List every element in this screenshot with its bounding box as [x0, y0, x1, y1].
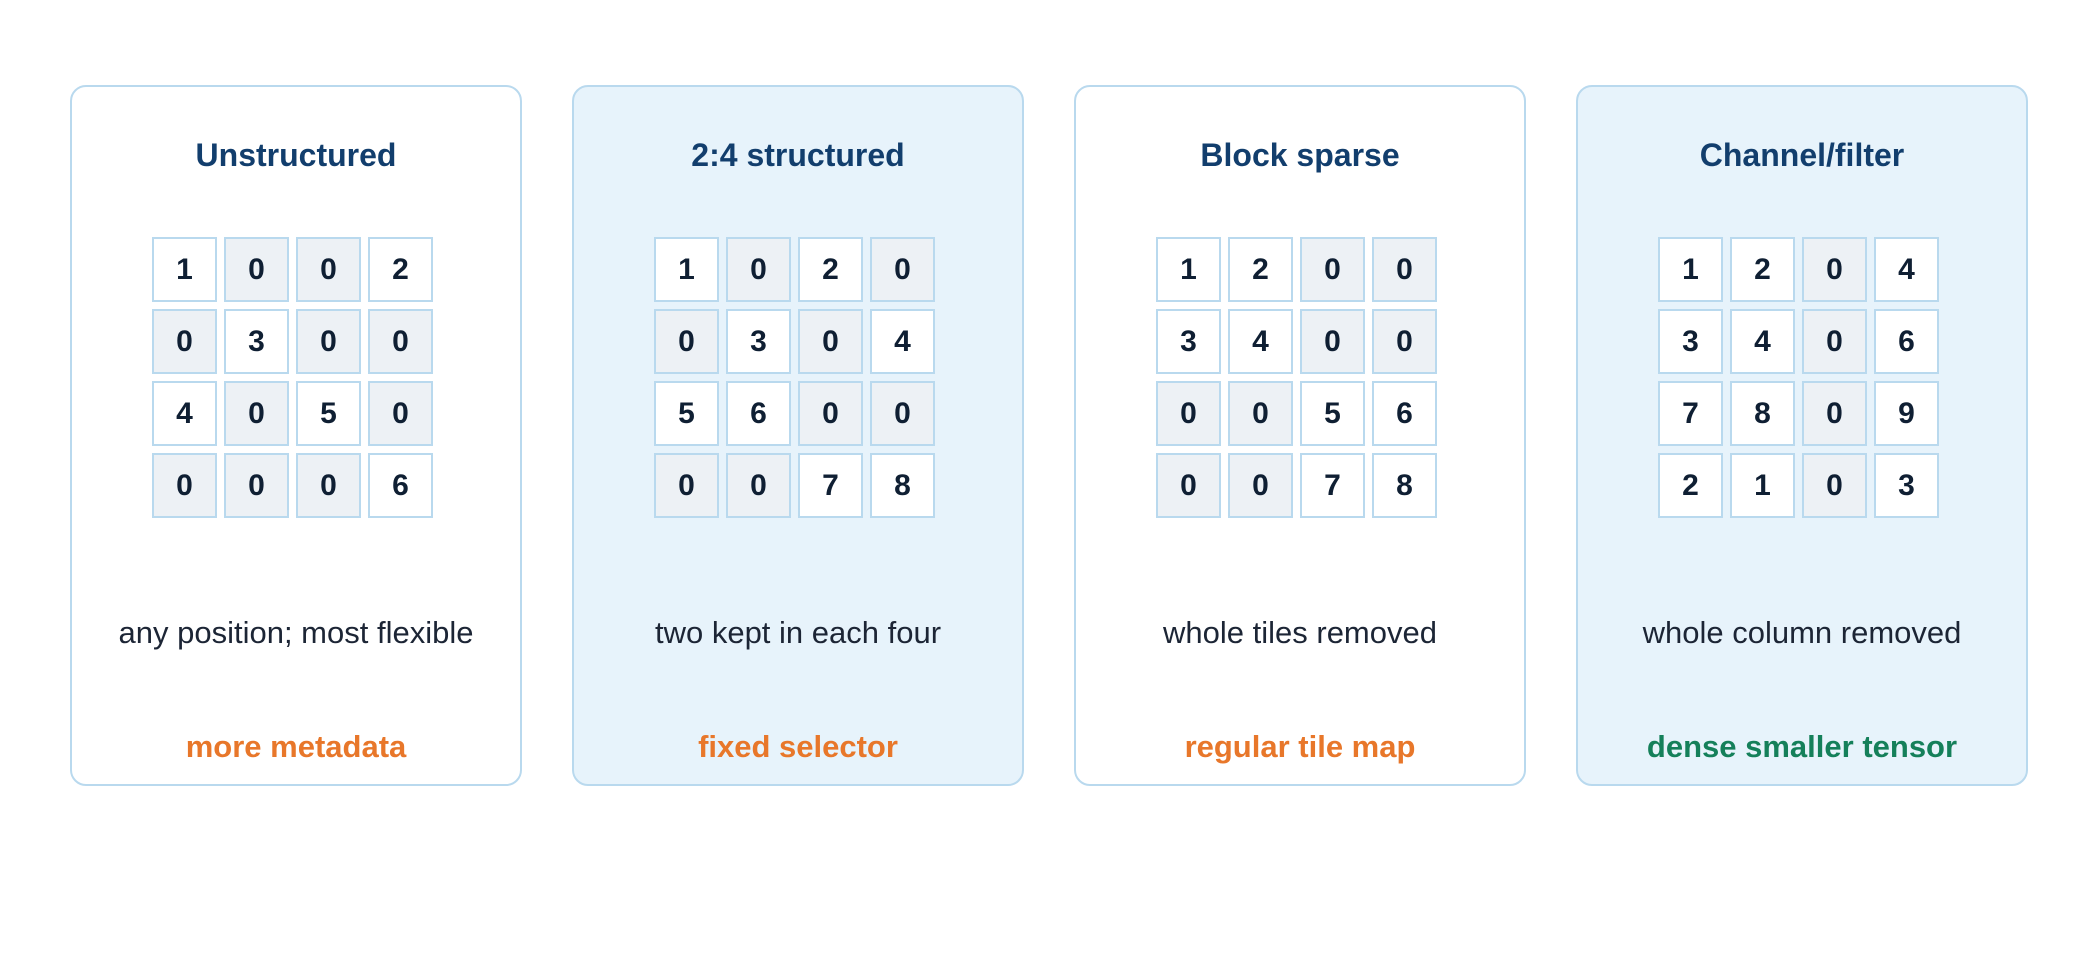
matrix-cell: 0 — [368, 381, 433, 446]
matrix-cell: 0 — [726, 453, 791, 518]
matrix-cell: 5 — [1300, 381, 1365, 446]
matrix-cell: 0 — [654, 453, 719, 518]
matrix-cell: 0 — [1156, 381, 1221, 446]
matrix-cell: 1 — [152, 237, 217, 302]
matrix-cell: 6 — [368, 453, 433, 518]
matrix-cell: 0 — [152, 453, 217, 518]
matrix-cell: 0 — [1372, 309, 1437, 374]
matrix-cell: 1 — [1156, 237, 1221, 302]
matrix-cell: 8 — [870, 453, 935, 518]
panel-description: whole tiles removed — [1163, 615, 1437, 650]
matrix-cell: 8 — [1372, 453, 1437, 518]
panel-tag: more metadata — [185, 729, 407, 764]
matrix-cell: 3 — [726, 309, 791, 374]
matrix-cell: 7 — [1300, 453, 1365, 518]
panel-tag: dense smaller tensor — [1646, 729, 1958, 764]
panel-title: Block sparse — [1200, 137, 1400, 173]
matrix-cell: 0 — [224, 237, 289, 302]
matrix-cell: 0 — [1228, 453, 1293, 518]
matrix-cell: 2 — [368, 237, 433, 302]
panel-description: any position; most flexible — [118, 615, 474, 650]
panel-tag: regular tile map — [1184, 729, 1416, 764]
matrix-cell: 3 — [1658, 309, 1723, 374]
panel-title: Unstructured — [195, 137, 397, 173]
matrix-cell: 2 — [1658, 453, 1723, 518]
matrix-cell: 3 — [1874, 453, 1939, 518]
matrix-cell: 0 — [798, 309, 863, 374]
matrix-cell: 1 — [1658, 237, 1723, 302]
matrix-cell: 6 — [1372, 381, 1437, 446]
matrix-cell: 9 — [1874, 381, 1939, 446]
panel-description: two kept in each four — [654, 615, 942, 650]
matrix-cell: 0 — [870, 237, 935, 302]
matrix-cell: 0 — [224, 381, 289, 446]
matrix-cell: 2 — [798, 237, 863, 302]
matrix-cell: 0 — [870, 381, 935, 446]
matrix-cell: 0 — [296, 453, 361, 518]
matrix-cell: 1 — [654, 237, 719, 302]
matrix-cell: 0 — [1156, 453, 1221, 518]
panel-tag: fixed selector — [698, 729, 898, 764]
panel-title: Channel/filter — [1699, 137, 1905, 173]
matrix-cell: 0 — [1802, 453, 1867, 518]
matrix-cell: 0 — [654, 309, 719, 374]
matrix-cell: 0 — [1300, 237, 1365, 302]
matrix-cell: 0 — [368, 309, 433, 374]
matrix-cell: 0 — [1300, 309, 1365, 374]
matrix-cell: 6 — [1874, 309, 1939, 374]
matrix-cell: 5 — [296, 381, 361, 446]
matrix-cell: 7 — [1658, 381, 1723, 446]
matrix-cell: 0 — [726, 237, 791, 302]
matrix-cell: 0 — [152, 309, 217, 374]
matrix-cell: 4 — [152, 381, 217, 446]
matrix-cell: 4 — [870, 309, 935, 374]
matrix-cell: 0 — [1802, 381, 1867, 446]
panel-description: whole column removed — [1642, 615, 1962, 650]
matrix-cell: 0 — [1372, 237, 1437, 302]
matrix-cell: 4 — [1874, 237, 1939, 302]
matrix-cell: 2 — [1228, 237, 1293, 302]
matrix-cell: 0 — [1802, 237, 1867, 302]
matrix-cell: 0 — [798, 381, 863, 446]
matrix-cell: 1 — [1730, 453, 1795, 518]
matrix-cell: 0 — [1228, 381, 1293, 446]
panel-title: 2:4 structured — [691, 137, 905, 173]
matrix-cell: 5 — [654, 381, 719, 446]
matrix-cell: 2 — [1730, 237, 1795, 302]
matrix-cell: 7 — [798, 453, 863, 518]
matrix-cell: 3 — [224, 309, 289, 374]
matrix-cell: 3 — [1156, 309, 1221, 374]
matrix-cell: 4 — [1730, 309, 1795, 374]
matrix-cell: 6 — [726, 381, 791, 446]
matrix-cell: 4 — [1228, 309, 1293, 374]
matrix-cell: 0 — [296, 309, 361, 374]
matrix-cell: 0 — [1802, 309, 1867, 374]
matrix-cell: 0 — [224, 453, 289, 518]
matrix-cell: 0 — [296, 237, 361, 302]
matrix-cell: 8 — [1730, 381, 1795, 446]
